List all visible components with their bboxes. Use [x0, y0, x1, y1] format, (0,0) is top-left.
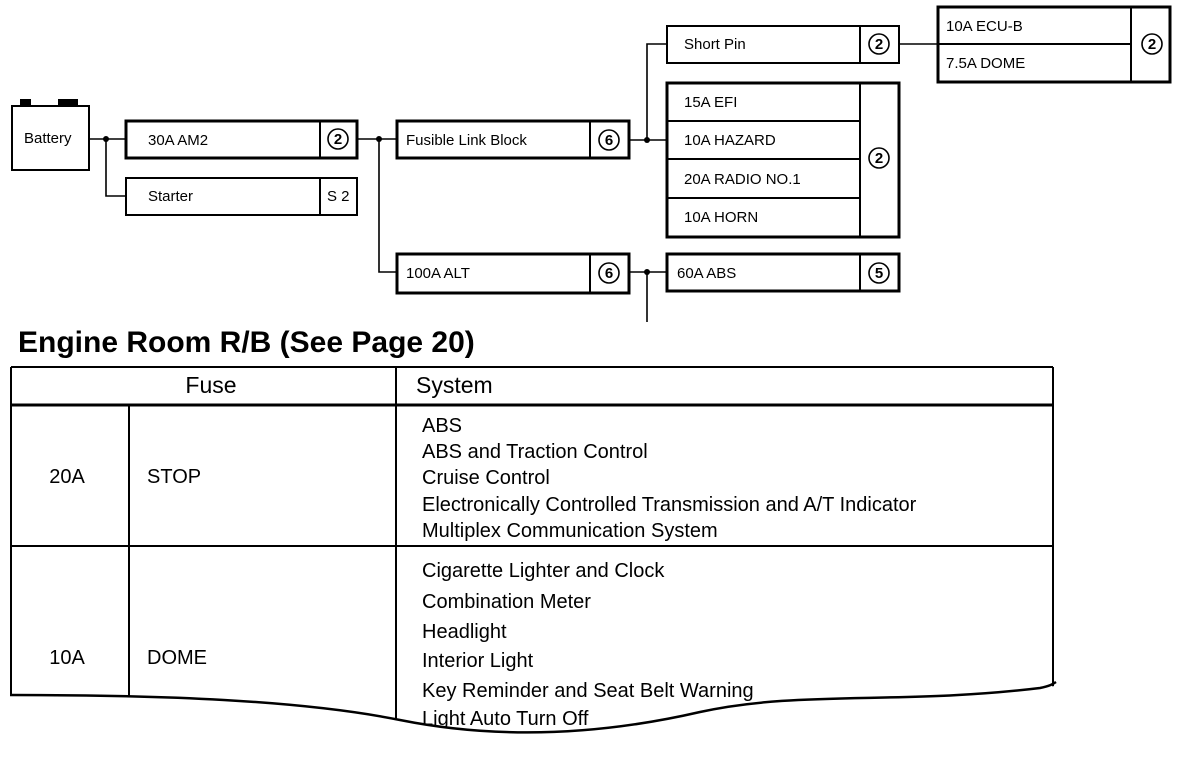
row-2-system-4: Interior Light [422, 650, 534, 672]
table-row: 10A DOME Cigarette Lighter and Clock Com… [49, 560, 754, 755]
efi-group: 15A EFI 10A HAZARD 20A RADIO NO.1 10A HO… [665, 81, 901, 239]
efi-item-4: 10A HORN [684, 209, 758, 226]
ecu-item-1: 10A ECU-B [946, 18, 1023, 35]
efi-group-ref: 2 [875, 150, 883, 167]
short-pin-label: Short Pin [684, 36, 746, 53]
row-2-system-2: Combination Meter [422, 591, 591, 613]
header-fuse: Fuse [185, 372, 236, 398]
row-2-system-3: Headlight [422, 621, 507, 643]
row-1-system-4: Electronically Controlled Transmission a… [422, 494, 917, 516]
row-2-system-1: Cigarette Lighter and Clock [422, 560, 665, 582]
row-1-name: STOP [147, 466, 201, 488]
row-2-system-6: Light Auto Turn Off [422, 708, 589, 730]
row-1-system-1: ABS [422, 415, 462, 437]
ecu-group: 10A ECU-B 7.5A DOME 2 [936, 5, 1172, 84]
section-title: Engine Room R/B (See Page 20) [18, 326, 475, 359]
battery-label: Battery [24, 130, 72, 147]
am2-label: 30A AM2 [148, 132, 208, 149]
am2-fuse: 30A AM2 2 [124, 119, 359, 160]
short-pin-box: Short Pin 2 [666, 25, 900, 64]
efi-item-1: 15A EFI [684, 94, 737, 111]
ecu-item-2: 7.5A DOME [946, 55, 1025, 72]
alt-ref: 6 [605, 265, 613, 282]
am2-ref: 2 [334, 131, 342, 148]
starter-box: Starter S 2 [125, 177, 358, 216]
efi-item-2: 10A HAZARD [684, 132, 776, 149]
starter-ref: S 2 [327, 188, 350, 205]
torn-edge [9, 680, 1057, 734]
fusible-link-label: Fusible Link Block [406, 132, 527, 149]
row-2-system-5: Key Reminder and Seat Belt Warning [422, 680, 754, 702]
efi-item-3: 20A RADIO NO.1 [684, 171, 801, 188]
table-row: 20A STOP ABS ABS and Traction Control Cr… [49, 415, 916, 542]
row-1-amp: 20A [49, 466, 85, 488]
row-2-system-7: Theft Deterrent and Door Lock [422, 733, 693, 755]
abs-label: 60A ABS [677, 265, 736, 282]
fusible-link-ref: 6 [605, 132, 613, 149]
row-2-name: DOME [147, 647, 207, 669]
fuse-table: Fuse System 20A STOP ABS ABS and Tractio… [10, 366, 1054, 755]
header-system: System [416, 372, 493, 398]
ecu-group-ref: 2 [1148, 36, 1156, 53]
alt-fuse: 100A ALT 6 [395, 252, 631, 295]
fusible-link-block: Fusible Link Block 6 [395, 119, 631, 160]
row-2-amp: 10A [49, 647, 85, 669]
short-pin-ref: 2 [875, 36, 883, 53]
abs-ref: 5 [875, 265, 883, 282]
alt-label: 100A ALT [406, 265, 470, 282]
abs-fuse: 60A ABS 5 [665, 252, 901, 293]
battery: Battery [11, 99, 90, 171]
row-1-system-3: Cruise Control [422, 467, 550, 489]
wiring [89, 43, 938, 322]
row-1-system-5: Multiplex Communication System [422, 520, 718, 542]
starter-label: Starter [148, 188, 193, 205]
row-1-system-2: ABS and Traction Control [422, 441, 648, 463]
